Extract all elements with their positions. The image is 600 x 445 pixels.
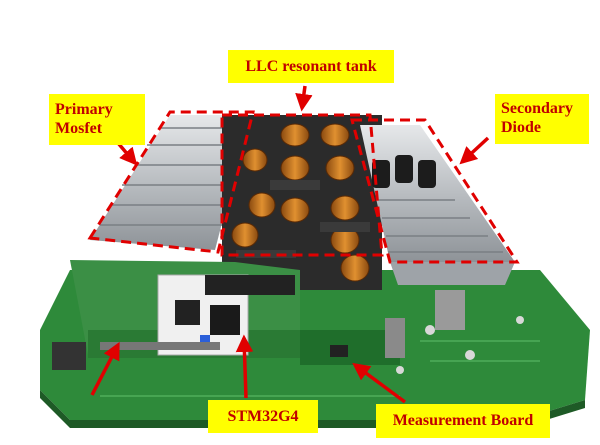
controller-board	[52, 260, 300, 370]
secondary-heatsink	[360, 125, 515, 285]
arrow-controller	[90, 341, 120, 396]
llc-resonant-tank-label: LLC resonant tank	[228, 50, 394, 83]
arrow-measurement	[352, 362, 407, 404]
measurement-board-label: Measurement Board	[376, 404, 550, 438]
measurement-board	[300, 290, 465, 365]
arrow-llc	[295, 85, 313, 112]
secondary-dashed-outline	[350, 118, 520, 264]
primary-mosfet-label: Primary Mosfet	[49, 94, 145, 145]
llc-resonant-tank	[222, 115, 382, 290]
secondary-diode-label: Secondary Diode	[495, 94, 589, 144]
stm32g4-label: STM32G4	[208, 400, 318, 433]
llc-dashed-outline	[220, 113, 384, 257]
arrow-stm	[235, 334, 254, 399]
arrow-primary	[116, 141, 138, 166]
arrow-secondary	[459, 136, 490, 165]
primary-dashed-outline	[87, 110, 255, 254]
